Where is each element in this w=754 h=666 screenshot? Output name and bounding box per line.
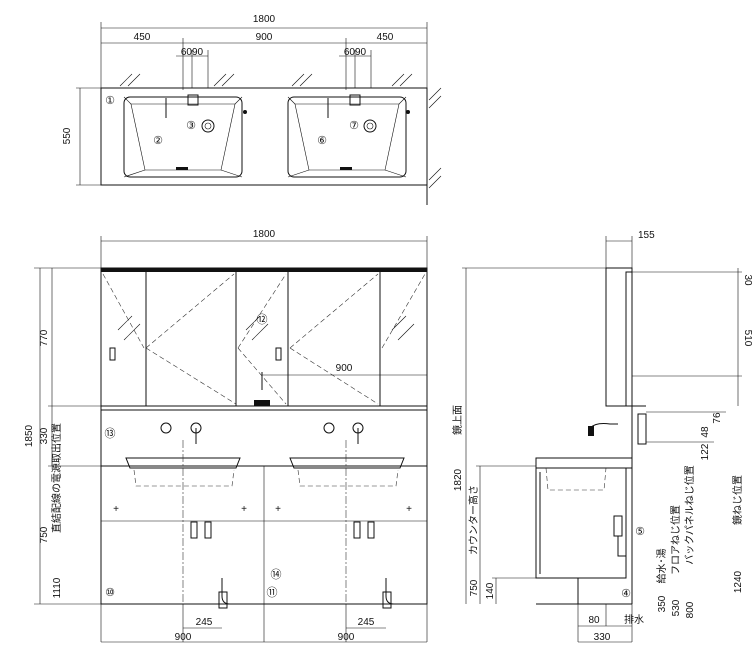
side-dim-76: 76 (712, 412, 723, 424)
front-view: 1800 900 (24, 229, 428, 643)
side-floor-screw-h-dim: 530 (671, 599, 682, 616)
side-dim-510: 510 (742, 330, 753, 347)
front-backpanel-height-dim: 330 (39, 427, 50, 444)
side-counter-h-dim: 750 (469, 579, 480, 596)
side-dim-48: 48 (700, 426, 711, 438)
front-overall-height-dim: 1850 (24, 424, 35, 447)
svg-text:+: + (406, 504, 412, 515)
marker-13: ⑬ (105, 427, 116, 440)
side-floor-screw-label: フロアねじ位置 (669, 505, 682, 575)
plan-depth-dim: 550 (62, 127, 73, 144)
side-counter-label: カウンター高さ (467, 485, 480, 555)
front-outlet-height-dim: 1110 (52, 577, 63, 598)
front-bottom-left-dim: 900 (175, 632, 192, 643)
side-view: 155 1820 鏡上面 750 カウンター高さ 140 (451, 230, 753, 643)
front-bottom-right-dim: 900 (338, 632, 355, 643)
marker-11: ⑪ (267, 586, 278, 599)
svg-text:+: + (241, 504, 247, 515)
marker-3: ③ (186, 120, 196, 132)
front-mirror-inner-dim: 900 (336, 363, 353, 374)
marker-10: ⑩ (105, 587, 115, 599)
marker-7: ⑦ (349, 120, 359, 132)
side-panel-screw-h-dim: 800 (685, 601, 696, 618)
side-water-h-dim: 350 (657, 595, 668, 612)
plan-middle-dim: 900 (256, 32, 273, 43)
plan-right-dim: 450 (377, 32, 394, 43)
side-panel-screw-label: バックパネルねじ位置 (683, 465, 696, 565)
side-mirror-screw-h-dim: 1240 (733, 570, 744, 593)
side-mirror-top-h-dim: 1820 (453, 468, 464, 491)
marker-5: ⑤ (635, 526, 645, 538)
side-mirror-screw-label: 鏡ねじ位置 (731, 475, 744, 525)
front-counter-height-dim: 750 (39, 526, 50, 543)
marker-12: ⑫ (257, 313, 268, 326)
side-water-label: 給水･湯 (655, 549, 668, 584)
svg-text:+: + (113, 504, 119, 515)
svg-text:+: + (275, 504, 281, 515)
front-total-dim: 1800 (253, 229, 276, 240)
plan-view: 1800 450 900 450 6090 6090 (62, 14, 442, 205)
side-bottom-depth-dim: 330 (594, 632, 611, 643)
marker-14: ⑭ (271, 568, 282, 581)
front-offset-left-dim: 245 (196, 617, 213, 628)
side-base-depth-dim: 80 (588, 615, 600, 626)
marker-6: ⑥ (317, 135, 327, 147)
side-drain-label: 排水 (624, 613, 644, 626)
side-mirror-top-label: 鏡上面 (451, 405, 464, 435)
front-offset-right-dim: 245 (358, 617, 375, 628)
side-base-h-dim: 140 (485, 582, 496, 599)
front-outlet-label: 直結配線の電源取出位置 (50, 423, 63, 533)
side-top-depth-dim: 155 (638, 230, 655, 241)
plan-total-dim: 1800 (253, 14, 276, 25)
marker-4: ④ (621, 588, 631, 600)
marker-1: ① (105, 95, 115, 107)
marker-2: ② (153, 135, 163, 147)
plan-left-dim: 450 (134, 32, 151, 43)
side-dim-122: 122 (700, 443, 711, 460)
front-mirror-height-dim: 770 (39, 329, 50, 346)
side-dim-30: 30 (742, 274, 753, 286)
